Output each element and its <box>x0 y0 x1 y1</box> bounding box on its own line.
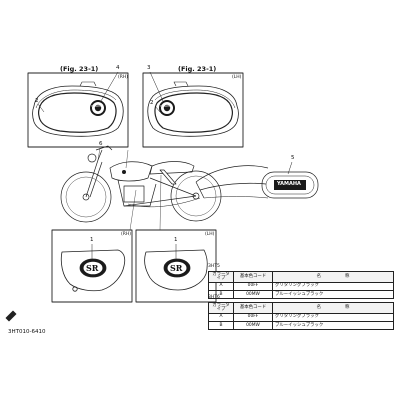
table-header-row: カラータイプ 基本色コード 名称 <box>208 271 394 283</box>
figure-ref-left: (Fig. 23-1) <box>60 65 99 73</box>
callout-cover-lh: 1 <box>174 237 178 243</box>
side-label-bottom-right: (LH) <box>205 232 215 237</box>
color-table-2: カラータイプ 基本色コード 名称 A 00FF グリタリングブラック B 00M… <box>208 302 394 331</box>
cover-lh-shape <box>144 249 208 291</box>
table-row: B 00MW ブルーイッシュブラック <box>208 290 394 300</box>
tank-closeup <box>195 161 319 199</box>
side-label-top-left: (RH) <box>118 75 129 80</box>
cover-rh-shape <box>60 249 126 292</box>
callout-tank-rh-emblem: 4 <box>116 65 120 71</box>
header-name: 名称 <box>272 271 394 283</box>
row-type: B <box>208 321 234 331</box>
figure-ref-right: (Fig. 23-1) <box>178 65 217 73</box>
callout-tank-rh-stripe: 2 <box>35 98 39 104</box>
row-color-name: ブルーイッシュブラック <box>272 290 394 300</box>
table-row: A 00FF グリタリングブラック <box>208 281 394 292</box>
header-color-code: 基本色コード <box>233 271 273 283</box>
row-code: 00MW <box>233 321 273 331</box>
side-label-bottom-left: (RH) <box>121 232 132 237</box>
tank-lh-stripe <box>154 92 234 133</box>
row-code: 00FF <box>233 281 273 292</box>
row-type: A <box>208 281 234 292</box>
cover-rh-logo: SR <box>86 263 99 273</box>
tank-rh-logo: YAMAHA <box>91 105 102 108</box>
row-code: 00MW <box>233 290 273 300</box>
row-type: A <box>208 312 234 323</box>
color-table-1: カラータイプ 基本色コード 名称 A 00FF グリタリングブラック B 00M… <box>208 271 394 300</box>
tank-rh-stripe <box>37 92 117 133</box>
diagram-code: 3HT010-6410 <box>8 329 46 335</box>
row-color-name: グリタリングブラック <box>272 281 394 292</box>
callout-tank-lh-stripe: 2 <box>150 100 154 106</box>
table-row: A 00FF グリタリングブラック <box>208 312 394 323</box>
callout-tank-closeup: 5 <box>291 155 295 161</box>
row-code: 00FF <box>233 312 273 323</box>
tank-lh-panel <box>142 72 244 148</box>
row-color-name: グリタリングブラック <box>272 312 394 323</box>
cover-lh-panel <box>135 229 217 303</box>
emblem-closeup-logo: YAMAHA <box>277 181 301 187</box>
color-table-1-model: 3HT5 <box>208 264 220 269</box>
tank-rh-panel <box>27 72 129 148</box>
tank-lh-body <box>147 85 239 137</box>
header-color-code: 基本色コード <box>233 302 273 314</box>
emblem-closeup-badge <box>261 171 319 199</box>
header-name: 名称 <box>272 302 394 314</box>
callout-tank-lh-emblem: 3 <box>147 65 151 71</box>
table-row: B 00MW ブルーイッシュブラック <box>208 321 394 331</box>
tank-rh-body <box>32 85 124 137</box>
cover-rh-panel <box>51 229 133 303</box>
diagram-code-mark <box>5 310 17 322</box>
side-label-top-right: (LH) <box>232 75 242 80</box>
bike-tank-marker <box>122 170 126 174</box>
table-header-row: カラータイプ 基本色コード 名称 <box>208 302 394 314</box>
callout-bike-marker: 6 <box>99 141 103 147</box>
header-color-type: カラータイプ <box>208 271 234 283</box>
header-color-type: カラータイプ <box>208 302 234 314</box>
color-table-2-model: 3HT6 <box>208 295 220 300</box>
cover-lh-logo: SR <box>170 263 183 273</box>
callout-cover-rh: 1 <box>90 237 94 243</box>
row-color-name: ブルーイッシュブラック <box>272 321 394 331</box>
tank-lh-logo: YAMAHA <box>160 105 171 108</box>
